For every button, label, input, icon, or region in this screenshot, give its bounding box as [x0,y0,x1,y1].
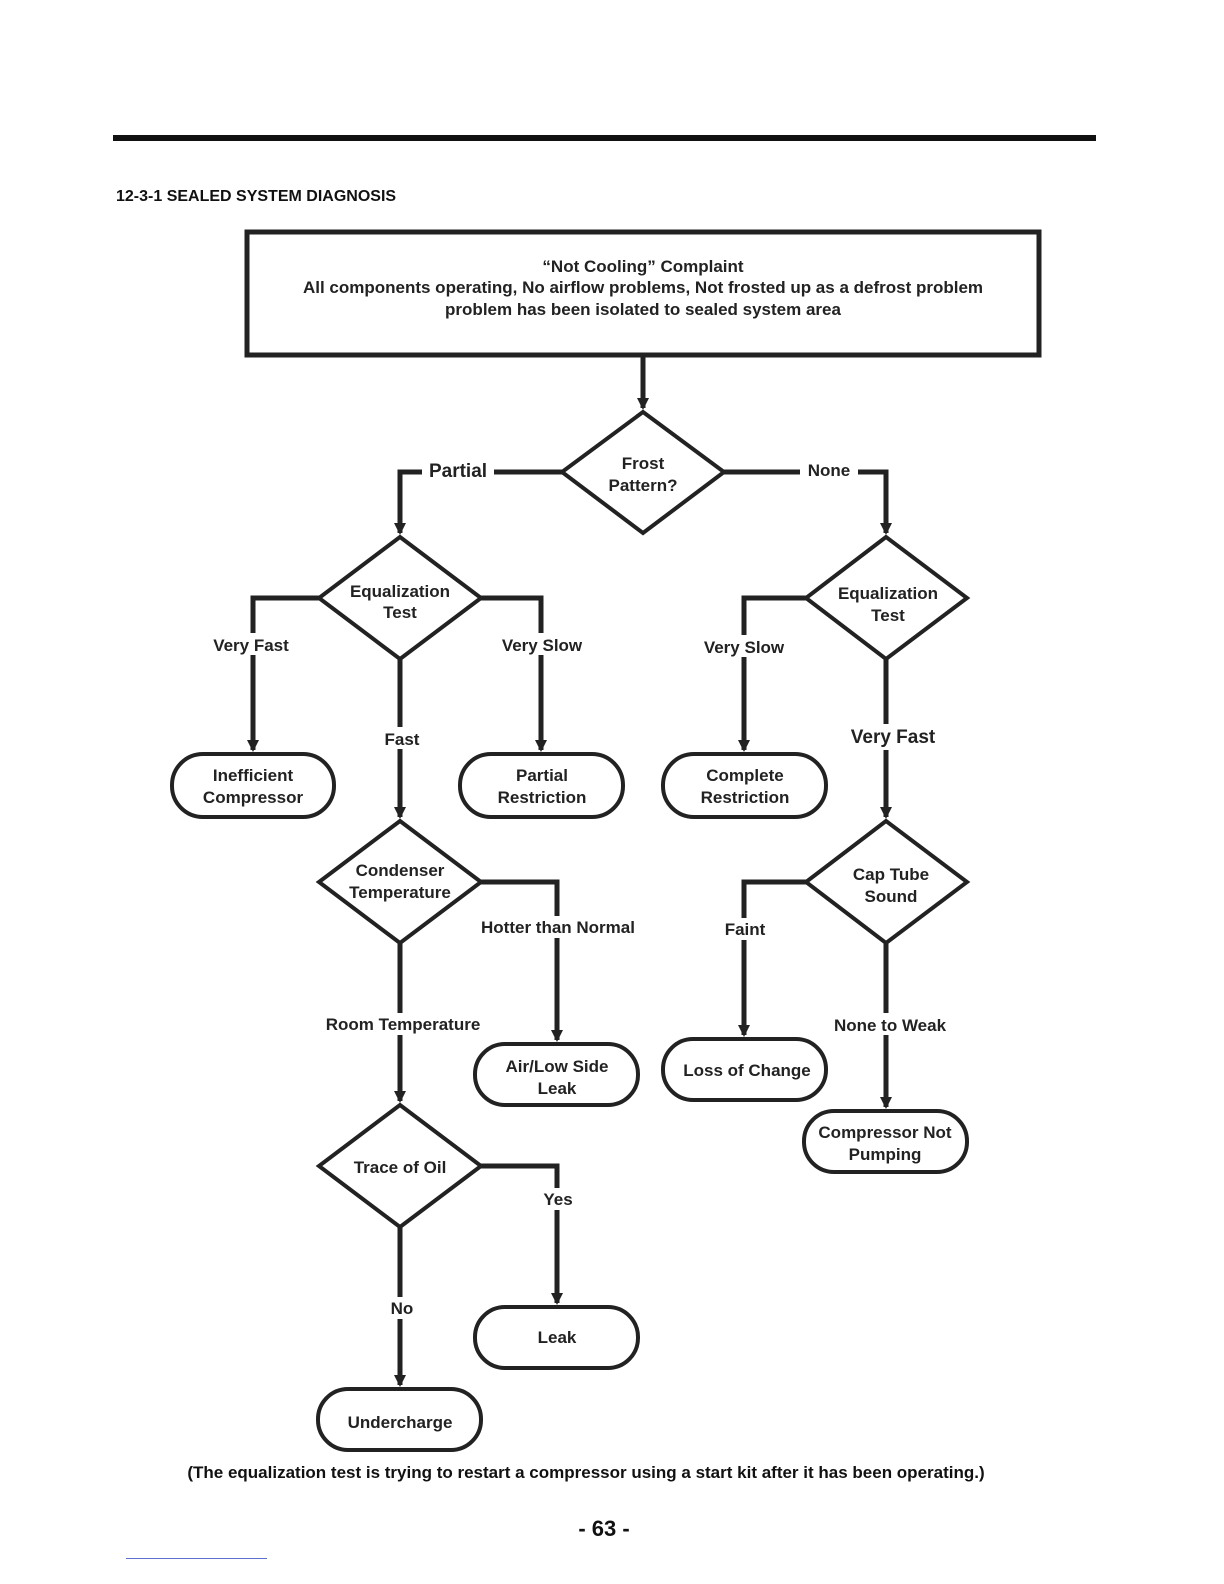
label-very-fast-right: Very Fast [851,727,936,748]
label-yes: Yes [543,1190,572,1209]
trace-of-oil-diamond [315,1102,485,1230]
result-undercharge [316,1387,483,1452]
air-low-side-line1: Air/Low Side [506,1057,609,1076]
result-partial-restriction [458,752,625,819]
air-low-side-line2: Leak [538,1079,577,1098]
top-rule [113,135,1096,141]
loss-of-change-line1: Loss of Change [683,1061,811,1080]
condenser-line2: Temperature [349,883,451,902]
result-complete-restriction [661,752,828,819]
connector-frost-none [724,469,892,535]
connector-oil-yes [481,1163,563,1305]
bottom-link-underline [126,1558,267,1559]
eq-left-line1: Equalization [350,582,450,601]
result-air-low-side-leak [473,1042,640,1107]
label-no: No [391,1299,414,1318]
complaint-line2: All components operating, No airflow pro… [303,278,983,297]
label-room-temperature: Room Temperature [326,1015,481,1034]
label-none: None [808,461,851,480]
eq-right-line2: Test [871,606,905,625]
connector-eq-left-very-slow [481,595,547,752]
complaint-box [244,229,1042,358]
condenser-temperature-diamond [315,818,485,946]
connector-eq-right-very-slow [738,595,806,752]
label-none-to-weak: None to Weak [834,1016,947,1035]
eq-left-line2: Test [383,603,417,622]
complete-restriction-line2: Restriction [701,788,790,807]
trace-oil-line1: Trace of Oil [354,1158,447,1177]
cap-tube-line2: Sound [865,887,918,906]
partial-restriction-line2: Restriction [498,788,587,807]
frost-pattern-diamond [558,409,728,536]
frost-line1: Frost [622,454,665,473]
connector-captube-faint [738,879,806,1037]
label-fast: Fast [385,730,420,749]
leak-line1: Leak [538,1328,577,1347]
cap-tube-line1: Cap Tube [853,865,929,884]
section-title: 12-3-1 SEALED SYSTEM DIAGNOSIS [116,188,397,205]
result-leak [473,1305,640,1370]
complaint-line3: problem has been isolated to sealed syst… [445,300,841,319]
footnote: (The equalization test is trying to rest… [187,1463,985,1482]
equalization-test-right-diamond [802,534,971,662]
label-hotter-than-normal: Hotter than Normal [481,918,635,937]
condenser-line1: Condenser [356,861,445,880]
result-loss-of-change [661,1037,828,1102]
frost-line2: Pattern? [609,476,678,495]
label-very-slow-right: Very Slow [704,638,785,657]
result-compressor-not-pumping [802,1109,969,1174]
label-very-slow-left: Very Slow [502,636,583,655]
complete-restriction-line1: Complete [706,766,783,785]
label-very-fast-left: Very Fast [213,636,289,655]
connector-frost-partial [394,469,562,535]
connector-condenser-hotter [481,879,563,1042]
label-faint: Faint [725,920,766,939]
partial-restriction-line1: Partial [516,766,568,785]
connector-eq-left-very-fast [247,595,319,752]
inefficient-line1: Inefficient [213,766,294,785]
inefficient-line2: Compressor [203,788,304,807]
complaint-line1: “Not Cooling” Complaint [542,257,743,276]
undercharge-line1: Undercharge [348,1413,453,1432]
result-inefficient-compressor [170,752,336,819]
compressor-not-pumping-line2: Pumping [849,1145,922,1164]
equalization-test-left-diamond [315,534,485,662]
label-partial: Partial [429,461,487,482]
cap-tube-sound-diamond [802,818,971,946]
compressor-not-pumping-line1: Compressor Not [818,1123,952,1142]
page-number: - 63 - [578,1516,630,1541]
eq-right-line1: Equalization [838,584,938,603]
